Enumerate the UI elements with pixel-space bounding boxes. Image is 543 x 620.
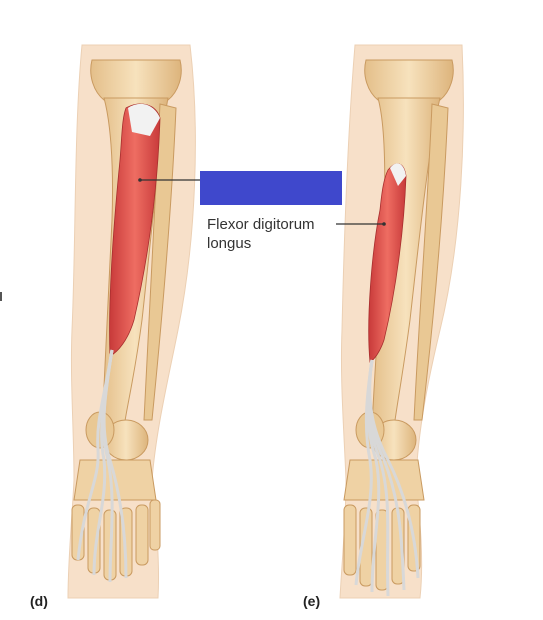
fibula-e: [413, 103, 449, 421]
label-line-1: Flexor digitorum: [207, 216, 315, 233]
tendon-top-d: [128, 103, 160, 136]
leg-e: [336, 44, 464, 599]
panel-label-e: (e): [303, 593, 321, 609]
tendon-top-e: [390, 163, 406, 186]
fibula-d: [143, 103, 177, 421]
label-line-2: longus: [207, 235, 252, 252]
leg-d: [67, 44, 200, 599]
knee-e: [364, 59, 454, 101]
knee-d: [90, 59, 182, 101]
edge-tick-mark: [0, 292, 2, 301]
tendons-d: [76, 349, 128, 583]
label-flexor-digitorum-longus: Flexor digitorum longus: [207, 215, 347, 253]
leader-dot-e: [382, 222, 386, 226]
flexor-digitorum-longus-muscle-d: [109, 103, 161, 357]
panel-label-d: (d): [30, 593, 48, 609]
leader-dot-d: [138, 178, 142, 182]
answer-box-blank[interactable]: [200, 171, 342, 205]
tendons-e: [354, 359, 420, 597]
